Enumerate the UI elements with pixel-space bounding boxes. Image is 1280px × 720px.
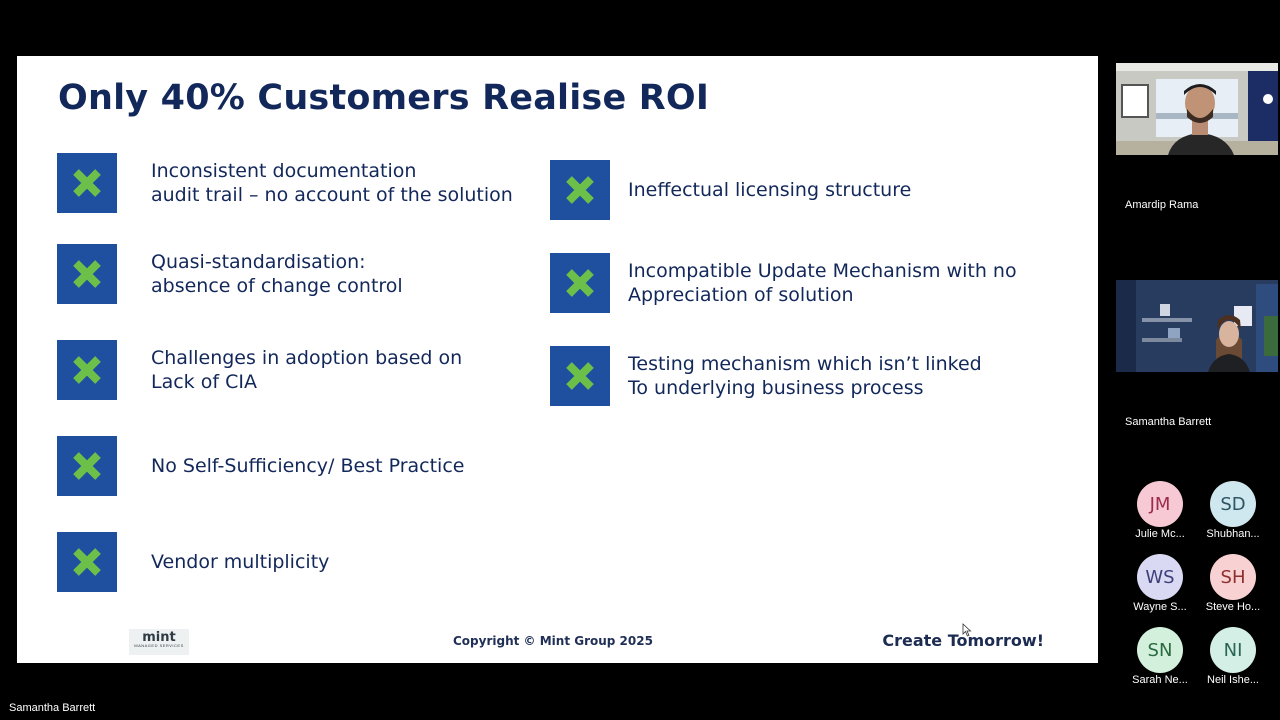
avatar: WS: [1137, 554, 1183, 600]
issue-item: Testing mechanism which isn’t linked To …: [550, 346, 982, 406]
issue-line: audit trail – no account of the solution: [151, 184, 513, 206]
mouse-cursor-icon: [962, 623, 972, 637]
participant-name-label: Samantha Barrett: [1125, 416, 1212, 428]
avatar-name: Sarah Ne...: [1132, 674, 1188, 686]
issue-item: Inconsistent documentation audit trail –…: [57, 153, 513, 213]
avatar: SH: [1210, 554, 1256, 600]
cross-icon: [57, 340, 117, 400]
video-feed: [1116, 63, 1278, 155]
cross-icon: [550, 346, 610, 406]
logo-wordmark: mint: [142, 630, 176, 645]
cross-icon: [57, 532, 117, 592]
issue-line: Incompatible Update Mechanism with no: [628, 260, 1017, 282]
tagline-text: Create Tomorrow!: [882, 631, 1044, 650]
avatar-name: Julie Mc...: [1135, 528, 1185, 540]
cross-icon: [550, 253, 610, 313]
slide-title: Only 40% Customers Realise ROI: [58, 78, 710, 118]
participant-name-label: Amardip Rama: [1125, 199, 1199, 211]
issue-item: Challenges in adoption based on Lack of …: [57, 340, 462, 400]
issue-line: Testing mechanism which isn’t linked: [628, 353, 982, 375]
avatar-name: Steve Ho...: [1205, 601, 1261, 613]
video-feed: [1116, 280, 1278, 372]
copyright-text: Copyright © Mint Group 2025: [453, 634, 653, 648]
participant-avatar-tile[interactable]: SD Shubhan...: [1202, 481, 1264, 540]
issue-line: Inconsistent documentation: [151, 160, 417, 182]
avatar-name: Shubhan...: [1206, 528, 1260, 540]
issue-item: Ineffectual licensing structure: [550, 160, 911, 220]
avatar: JM: [1137, 481, 1183, 527]
issue-line: Appreciation of solution: [628, 284, 854, 306]
mint-logo: mint MANAGED SERVICES: [129, 629, 189, 655]
issue-line: Vendor multiplicity: [151, 551, 330, 573]
cross-icon: [57, 244, 117, 304]
shared-slide: Only 40% Customers Realise ROI Inconsist…: [17, 56, 1098, 663]
participant-avatar-tile[interactable]: JM Julie Mc...: [1129, 481, 1191, 540]
avatar: SD: [1210, 481, 1256, 527]
issue-line: Quasi-standardisation:: [151, 251, 366, 273]
avatar-name: Neil Ishe...: [1207, 674, 1259, 686]
cross-icon: [550, 160, 610, 220]
cross-icon: [57, 436, 117, 496]
avatar: SN: [1137, 627, 1183, 673]
avatar-name: Wayne S...: [1133, 601, 1187, 613]
participant-video-samantha[interactable]: [1116, 280, 1278, 372]
issue-item: Vendor multiplicity: [57, 532, 329, 592]
issue-item: No Self-Sufficiency/ Best Practice: [57, 436, 464, 496]
logo-subtitle: MANAGED SERVICES: [134, 643, 184, 648]
participant-avatar-tile[interactable]: NI Neil Ishe...: [1202, 627, 1264, 686]
issue-line: To underlying business process: [628, 377, 924, 399]
issue-line: Challenges in adoption based on: [151, 347, 463, 369]
participant-avatar-tile[interactable]: SH Steve Ho...: [1202, 554, 1264, 613]
participant-video-amardip[interactable]: [1116, 63, 1278, 155]
issue-line: Ineffectual licensing structure: [628, 179, 912, 201]
issue-item: Quasi-standardisation: absence of change…: [57, 244, 403, 304]
cross-icon: [57, 153, 117, 213]
issue-item: Incompatible Update Mechanism with no Ap…: [550, 253, 1017, 313]
issue-line: No Self-Sufficiency/ Best Practice: [151, 455, 465, 477]
participant-avatar-tile[interactable]: WS Wayne S...: [1129, 554, 1191, 613]
participant-avatar-tile[interactable]: SN Sarah Ne...: [1129, 627, 1191, 686]
avatar: NI: [1210, 627, 1256, 673]
issue-line: Lack of CIA: [151, 371, 257, 393]
presenter-name-label: Samantha Barrett: [9, 702, 96, 714]
issue-line: absence of change control: [151, 275, 403, 297]
